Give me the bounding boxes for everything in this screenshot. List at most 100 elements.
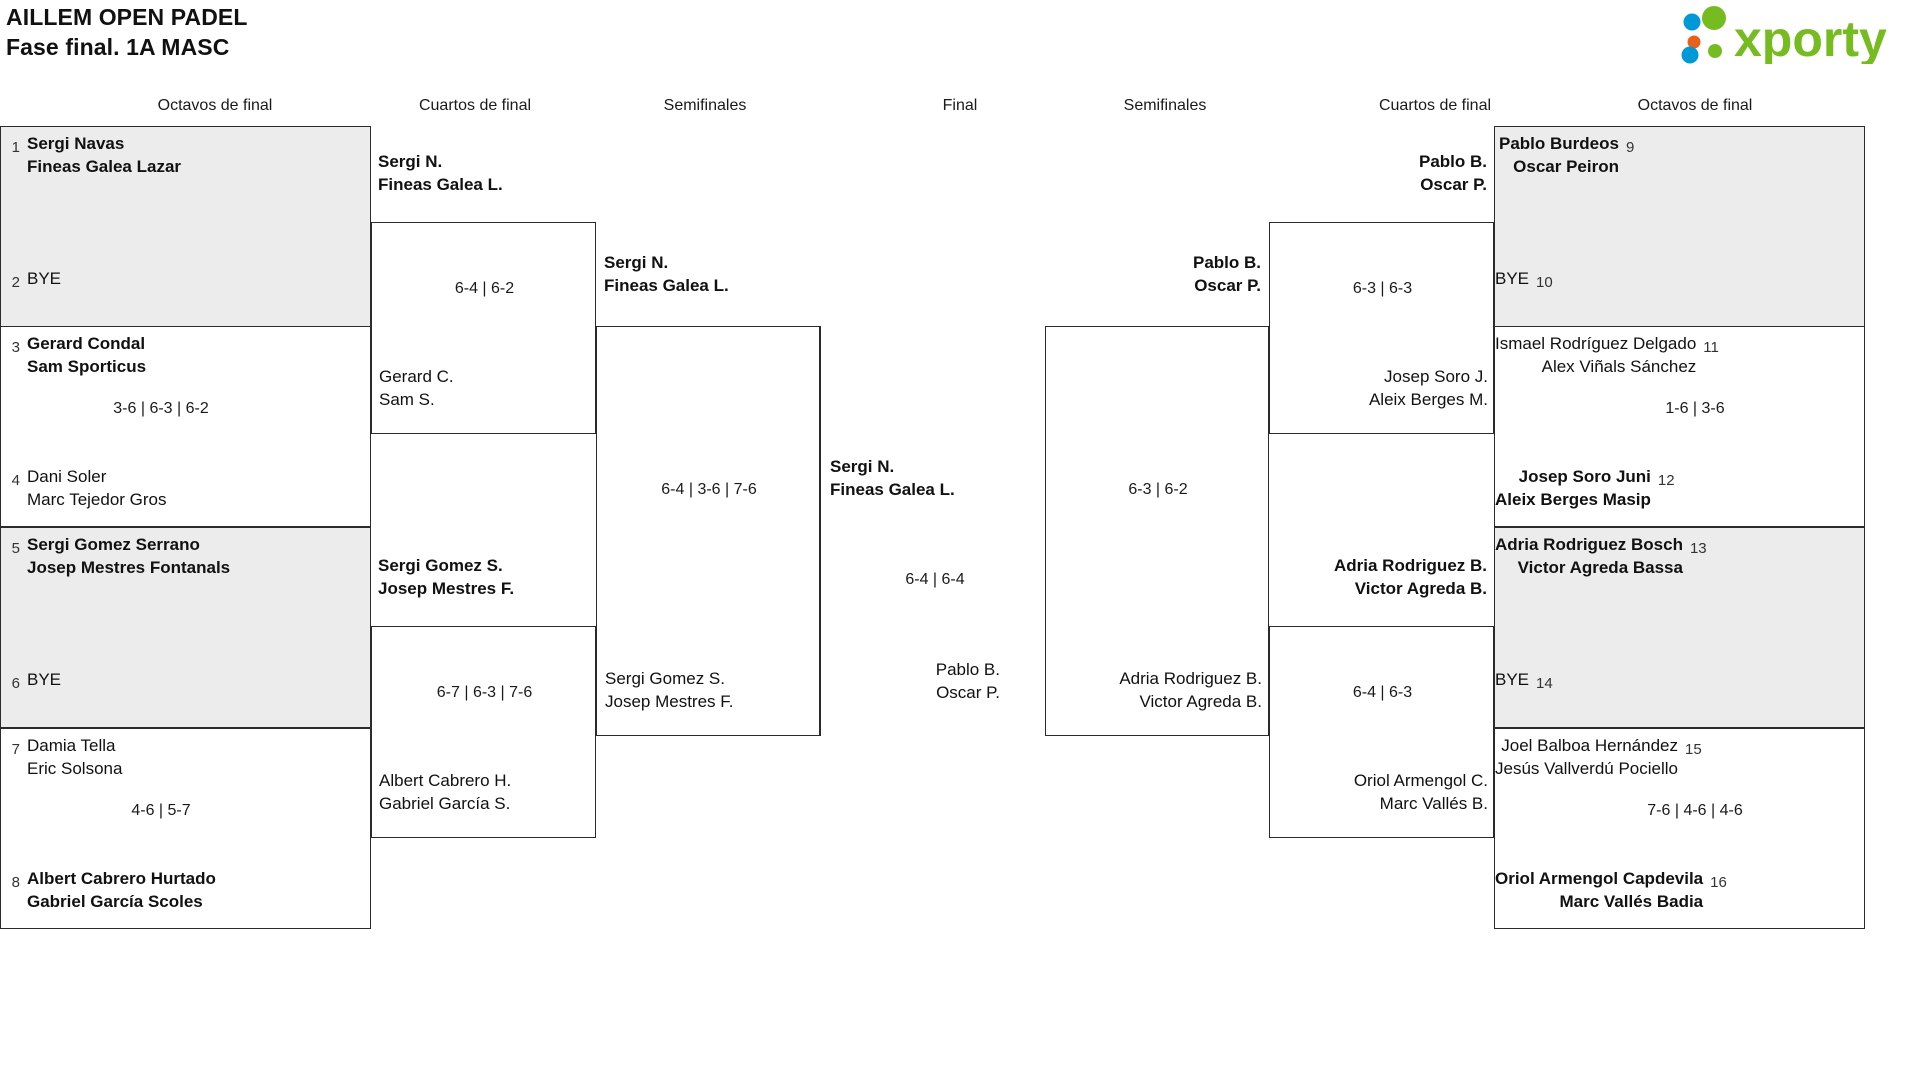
player-names: BYE bbox=[27, 670, 62, 689]
player-names: Sergi Gomez Serrano Josep Mestres Fontan… bbox=[27, 535, 231, 577]
player-names: Gerard Condal Sam Sporticus bbox=[27, 334, 147, 376]
sf-team-label[interactable]: Adria Rodriguez B. Victor Agreda B. bbox=[1119, 669, 1262, 711]
match-box-l16-4[interactable]: 7 Damia Tella Eric Solsona 4-6 | 5-7 8 A… bbox=[0, 728, 371, 929]
qf-team-label[interactable]: Sergi N. Fineas Galea L. bbox=[378, 152, 503, 194]
round-header-final: Final bbox=[942, 97, 978, 114]
player-names: Pablo Burdeos Oscar Peiron bbox=[1499, 134, 1619, 176]
seed-number: 10 bbox=[1536, 274, 1553, 291]
player-names: Ismael Rodríguez Delgado Alex Viñals Sán… bbox=[1495, 334, 1697, 376]
player-entry[interactable]: 4 Dani Soler Marc Tejedor Gros bbox=[1, 465, 167, 511]
match-score: 6-4 | 6-2 bbox=[454, 280, 515, 297]
match-box-rqf-1[interactable]: 6-3 | 6-3 Josep Soro J. Aleix Berges M. bbox=[1269, 222, 1494, 434]
player-entry[interactable]: 2 BYE bbox=[1, 267, 61, 291]
match-box-rsf[interactable]: 6-3 | 6-2 Adria Rodriguez B. Victor Agre… bbox=[1045, 326, 1269, 736]
player-names: Damia Tella Eric Solsona bbox=[27, 736, 123, 778]
final-connector-left bbox=[820, 326, 822, 736]
final-score: 6-4 | 6-4 bbox=[905, 571, 965, 588]
seed-number: 9 bbox=[1625, 139, 1635, 156]
match-box-l16-2[interactable]: 3 Gerard Condal Sam Sporticus 3-6 | 6-3 … bbox=[0, 326, 371, 527]
match-box-lqf-1[interactable]: 6-4 | 6-2 Gerard C. Sam S. bbox=[371, 222, 596, 434]
sf-team-label[interactable]: Sergi N. Fineas Galea L. bbox=[604, 253, 729, 295]
qf-team-label[interactable]: Pablo B. Oscar P. bbox=[1418, 152, 1487, 194]
seed-number: 1 bbox=[11, 139, 20, 156]
player-names: BYE bbox=[1495, 269, 1530, 288]
seed-number: 12 bbox=[1657, 472, 1675, 489]
player-entry[interactable]: 13 Adria Rodriguez Bosch Victor Agreda B… bbox=[1495, 533, 1709, 579]
match-box-r16-3[interactable]: 13 Adria Rodriguez Bosch Victor Agreda B… bbox=[1494, 527, 1865, 728]
match-box-l16-3[interactable]: 5 Sergi Gomez Serrano Josep Mestres Font… bbox=[0, 527, 371, 728]
player-names: BYE bbox=[27, 269, 62, 288]
match-score: 6-4 | 6-3 bbox=[1352, 684, 1413, 701]
xporty-logo: xporty bbox=[1676, 6, 1906, 64]
match-box-r16-4[interactable]: 15 Joel Balboa Hernández Jesús Vallverdú… bbox=[1494, 728, 1865, 929]
match-score: 6-3 | 6-2 bbox=[1128, 481, 1188, 498]
seed-number: 11 bbox=[1703, 339, 1719, 356]
seed-number: 4 bbox=[11, 472, 20, 489]
match-score: 3-6 | 6-3 | 6-2 bbox=[113, 400, 209, 417]
player-entry[interactable]: 5 Sergi Gomez Serrano Josep Mestres Font… bbox=[1, 533, 230, 579]
player-entry[interactable]: 10 BYE bbox=[1495, 267, 1555, 291]
seed-number: 15 bbox=[1685, 741, 1702, 758]
player-names: Adria Rodriguez Bosch Victor Agreda Bass… bbox=[1495, 535, 1683, 577]
player-entry[interactable]: 14 BYE bbox=[1495, 668, 1555, 692]
player-entry[interactable]: 9 Pablo Burdeos Oscar Peiron bbox=[1499, 132, 1645, 178]
seed-number: 13 bbox=[1689, 540, 1707, 557]
qf-team-label[interactable]: Sergi Gomez S. Josep Mestres F. bbox=[378, 556, 515, 598]
player-entry[interactable]: 16 Oriol Armengol Capdevila Marc Vallés … bbox=[1495, 867, 1729, 913]
player-entry[interactable]: 1 Sergi Navas Fineas Galea Lazar bbox=[1, 132, 181, 178]
match-score: 1-6 | 3-6 bbox=[1665, 400, 1725, 417]
match-box-lsf[interactable]: 6-4 | 3-6 | 7-6 Sergi Gomez S. Josep Mes… bbox=[596, 326, 820, 736]
match-box-r16-2[interactable]: 11 Ismael Rodríguez Delgado Alex Viñals … bbox=[1494, 326, 1865, 527]
svg-text:xporty: xporty bbox=[1734, 11, 1887, 64]
tournament-name: AILLEM OPEN PADEL bbox=[6, 4, 248, 30]
player-names: Dani Soler Marc Tejedor Gros bbox=[27, 467, 167, 509]
qf-team-label[interactable]: Josep Soro J. Aleix Berges M. bbox=[1368, 367, 1488, 409]
xporty-logo-icon: xporty bbox=[1681, 6, 1887, 64]
tournament-stage: Fase final. 1A MASC bbox=[6, 34, 230, 60]
player-names: BYE bbox=[1495, 670, 1530, 689]
player-entry[interactable]: 11 Ismael Rodríguez Delgado Alex Viñals … bbox=[1495, 332, 1722, 378]
player-entry[interactable]: 3 Gerard Condal Sam Sporticus bbox=[1, 332, 146, 378]
player-entry[interactable]: 7 Damia Tella Eric Solsona bbox=[1, 734, 123, 780]
player-entry[interactable]: 8 Albert Cabrero Hurtado Gabriel García … bbox=[1, 867, 216, 913]
match-box-r16-1[interactable]: 9 Pablo Burdeos Oscar Peiron 10 BYE bbox=[1494, 126, 1865, 327]
match-score: 4-6 | 5-7 bbox=[131, 802, 191, 819]
seed-number: 8 bbox=[11, 874, 20, 891]
seed-number: 5 bbox=[11, 540, 20, 557]
final-team-label-top[interactable]: Sergi N. Fineas Galea L. bbox=[830, 457, 955, 499]
match-box-lqf-2[interactable]: 6-7 | 6-3 | 7-6 Albert Cabrero H. Gabrie… bbox=[371, 626, 596, 838]
match-score: 6-7 | 6-3 | 7-6 bbox=[436, 684, 533, 701]
player-names: Josep Soro Juni Aleix Berges Masip bbox=[1495, 467, 1651, 509]
seed-number: 16 bbox=[1710, 874, 1727, 891]
player-entry[interactable]: 15 Joel Balboa Hernández Jesús Vallverdú… bbox=[1495, 734, 1704, 780]
match-box-l16-1[interactable]: 1 Sergi Navas Fineas Galea Lazar 2 BYE bbox=[0, 126, 371, 327]
sf-team-label[interactable]: Sergi Gomez S. Josep Mestres F. bbox=[605, 669, 734, 711]
seed-number: 14 bbox=[1536, 675, 1553, 692]
match-box-rqf-2[interactable]: 6-4 | 6-3 Oriol Armengol C. Marc Vallés … bbox=[1269, 626, 1494, 838]
page-title: AILLEM OPEN PADEL Fase final. 1A MASC bbox=[6, 2, 248, 62]
qf-team-label[interactable]: Albert Cabrero H. Gabriel García S. bbox=[379, 771, 512, 813]
match-score: 7-6 | 4-6 | 4-6 bbox=[1647, 802, 1743, 819]
seed-number: 2 bbox=[11, 274, 20, 291]
qf-team-label[interactable]: Adria Rodriguez B. Victor Agreda B. bbox=[1333, 556, 1487, 598]
round-header-right-r16: Octavos de final bbox=[1637, 97, 1753, 114]
match-score: 6-3 | 6-3 bbox=[1352, 280, 1413, 297]
player-names: Sergi Navas Fineas Galea Lazar bbox=[27, 134, 182, 176]
seed-number: 6 bbox=[11, 675, 20, 692]
round-header-left-r16: Octavos de final bbox=[157, 97, 273, 114]
qf-team-label[interactable]: Gerard C. Sam S. bbox=[379, 367, 454, 409]
qf-team-label[interactable]: Oriol Armengol C. Marc Vallés B. bbox=[1353, 771, 1488, 813]
final-team-label-bottom[interactable]: Pablo B. Oscar P. bbox=[935, 660, 1000, 702]
player-entry[interactable]: 6 BYE bbox=[1, 668, 61, 692]
player-names: Joel Balboa Hernández Jesús Vallverdú Po… bbox=[1495, 736, 1678, 778]
round-header-right-qf: Cuartos de final bbox=[1378, 97, 1492, 114]
sf-team-label[interactable]: Pablo B. Oscar P. bbox=[1192, 253, 1261, 295]
player-entry[interactable]: 12 Josep Soro Juni Aleix Berges Masip bbox=[1495, 465, 1677, 511]
player-names: Albert Cabrero Hurtado Gabriel García Sc… bbox=[27, 869, 216, 911]
seed-number: 3 bbox=[11, 339, 20, 356]
match-score: 6-4 | 3-6 | 7-6 bbox=[661, 481, 757, 498]
round-header-left-sf: Semifinales bbox=[663, 97, 747, 114]
round-header-left-qf: Cuartos de final bbox=[418, 97, 532, 114]
